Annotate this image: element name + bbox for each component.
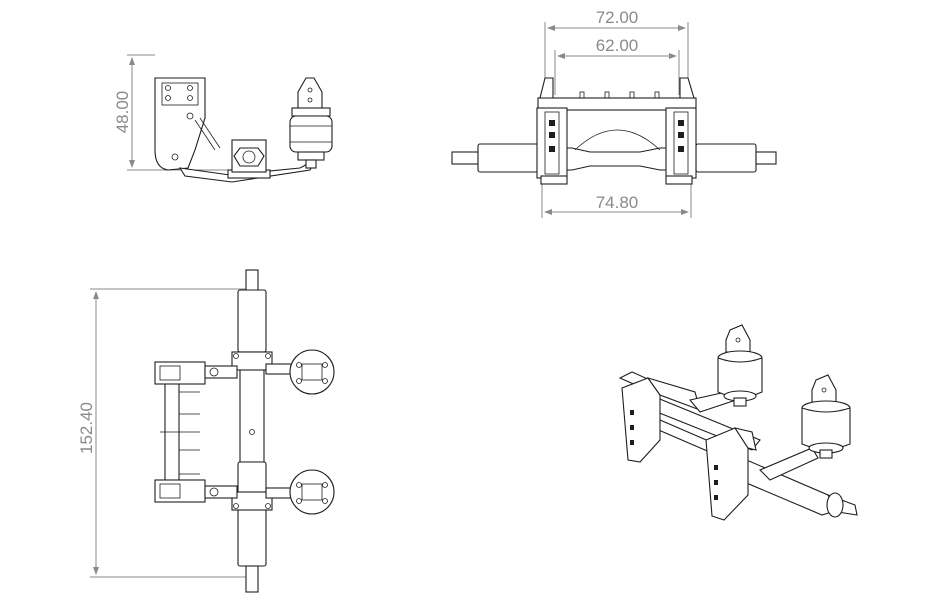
top-air-spring-upper — [289, 349, 335, 395]
front-outer-dimension: 72.00 — [544, 8, 689, 92]
isometric-view — [618, 324, 858, 521]
side-hanger-bracket — [154, 77, 221, 171]
top-view: 152.40 — [77, 269, 335, 593]
front-inner-dimension: 62.00 — [554, 36, 680, 95]
front-right-hanger — [665, 77, 697, 185]
side-height-label: 48.00 — [113, 91, 132, 134]
front-bottom-dimension: 74.80 — [541, 180, 692, 218]
front-axle-tube — [451, 129, 777, 173]
top-lower-hanger — [154, 479, 238, 503]
iso-left-hanger — [621, 377, 701, 463]
side-height-dimension: 48.00 — [113, 54, 240, 171]
front-frame — [537, 91, 697, 111]
front-bottom-label: 74.80 — [596, 193, 639, 212]
top-length-label: 152.40 — [77, 402, 96, 454]
iso-air-spring-right — [801, 374, 851, 459]
top-cross-frame — [160, 375, 200, 495]
top-upper-hanger — [154, 361, 238, 385]
iso-axle — [618, 371, 858, 518]
top-axle-clamps — [231, 351, 273, 511]
top-air-spring-lower — [289, 469, 335, 515]
side-air-spring — [289, 77, 333, 169]
front-inner-label: 62.00 — [596, 36, 639, 55]
iso-right-hanger — [705, 427, 757, 521]
front-view: 72.00 62.00 74.80 — [451, 8, 777, 218]
front-outer-label: 72.00 — [596, 8, 639, 27]
side-view: 48.00 — [113, 54, 333, 183]
side-axle-end — [231, 139, 267, 173]
top-trailing-arms — [265, 363, 297, 499]
top-length-dimension: 152.40 — [77, 288, 246, 578]
front-left-hanger — [536, 77, 568, 185]
top-axle-tube — [237, 269, 267, 593]
iso-air-spring-left — [717, 324, 763, 407]
